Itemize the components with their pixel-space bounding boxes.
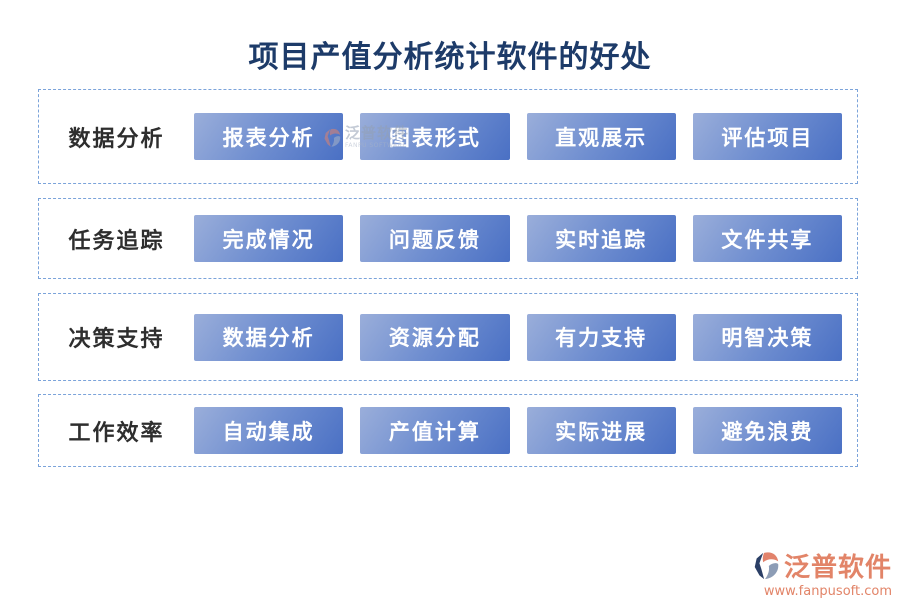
benefit-button[interactable]: 评估项目	[692, 113, 842, 160]
row-work-efficiency: 工作效率 自动集成 产值计算 实际进展 避免浪费	[38, 394, 858, 467]
row-category-label: 数据分析	[68, 125, 165, 152]
row-category-label: 工作效率	[68, 419, 165, 446]
benefit-button[interactable]: 明智决策	[692, 313, 842, 361]
benefit-button[interactable]: 资源分配	[360, 313, 510, 361]
benefit-button[interactable]: 报表分析	[194, 113, 344, 160]
benefit-rows: 数据分析 报表分析 图表形式 直观展示 评估项目 任务追踪 完成情况 问题反馈 …	[38, 89, 858, 467]
row-task-tracking: 任务追踪 完成情况 问题反馈 实时追踪 文件共享	[38, 198, 858, 279]
button-group: 数据分析 资源分配 有力支持 明智决策	[194, 313, 842, 361]
benefit-button[interactable]: 产值计算	[360, 407, 510, 454]
button-group: 自动集成 产值计算 实际进展 避免浪费	[194, 407, 842, 454]
button-group: 报表分析 图表形式 直观展示 评估项目	[194, 113, 842, 160]
brand-footer: 泛普软件 www.fanpusoft.com	[750, 547, 892, 599]
benefit-button[interactable]: 避免浪费	[692, 407, 842, 454]
row-category-label: 任务追踪	[68, 227, 165, 254]
brand-logo-icon	[750, 551, 782, 581]
brand-name: 泛普软件	[783, 553, 892, 583]
benefit-button[interactable]: 图表形式	[360, 113, 510, 160]
benefit-button[interactable]: 实时追踪	[526, 215, 676, 262]
row-category-label: 决策支持	[68, 326, 165, 352]
benefit-button[interactable]: 数据分析	[194, 313, 344, 361]
row-decision-support: 决策支持 数据分析 资源分配 有力支持 明智决策	[38, 293, 858, 381]
benefit-button[interactable]: 直观展示	[526, 113, 676, 160]
button-group: 完成情况 问题反馈 实时追踪 文件共享	[194, 215, 842, 262]
row-data-analysis: 数据分析 报表分析 图表形式 直观展示 评估项目	[38, 89, 858, 184]
benefit-button[interactable]: 问题反馈	[360, 215, 510, 262]
benefit-button[interactable]: 自动集成	[194, 407, 344, 454]
benefit-button[interactable]: 实际进展	[526, 407, 676, 454]
brand-url[interactable]: www.fanpusoft.com	[763, 584, 892, 599]
benefit-button[interactable]: 有力支持	[526, 313, 676, 361]
benefit-button[interactable]: 完成情况	[194, 215, 344, 262]
benefit-button[interactable]: 文件共享	[692, 215, 842, 262]
page-title: 项目产值分析统计软件的好处	[248, 40, 652, 75]
